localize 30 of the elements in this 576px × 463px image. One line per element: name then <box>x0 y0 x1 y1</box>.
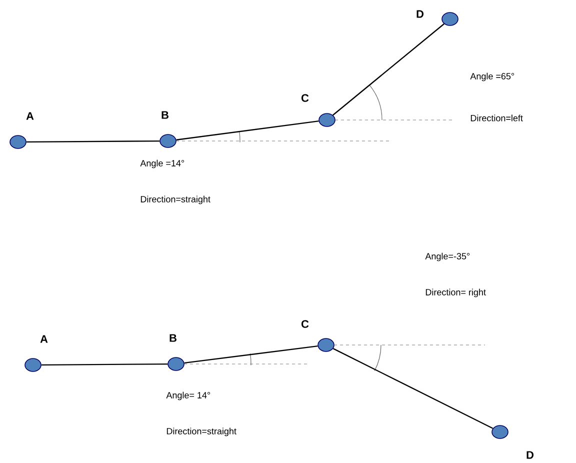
segment-line <box>184 345 318 364</box>
angle-note: Direction= right <box>426 288 486 298</box>
point-marker <box>168 357 184 371</box>
point-label: D <box>416 10 424 18</box>
segment-line <box>332 23 444 116</box>
point-marker <box>160 134 176 148</box>
point-label: C <box>301 94 309 102</box>
point-marker <box>10 135 26 149</box>
angle-note: Direction=left <box>470 114 523 122</box>
point-label: D <box>526 451 534 459</box>
point-label: A <box>26 112 34 120</box>
point-marker <box>442 12 458 26</box>
segment-line <box>26 140 160 143</box>
angle-note: Angle=-35° <box>425 252 470 262</box>
angle-note: Angle =65° <box>470 72 514 82</box>
segment-line <box>176 120 319 140</box>
point-marker <box>318 113 336 127</box>
point-marker <box>318 338 334 352</box>
angle-note: Direction=straight <box>140 196 210 204</box>
angle-note: Direction=straight <box>166 428 236 436</box>
point-label: B <box>162 111 168 119</box>
point-label: B <box>170 334 176 342</box>
segment-line <box>332 348 494 429</box>
segment-line <box>41 363 168 366</box>
point-label: C <box>301 320 309 328</box>
point-label: A <box>40 335 48 343</box>
point-marker <box>24 358 42 372</box>
angle-note: Angle =14° <box>140 160 184 168</box>
point-marker <box>492 425 508 439</box>
angle-note: Angle= 14° <box>166 392 210 400</box>
